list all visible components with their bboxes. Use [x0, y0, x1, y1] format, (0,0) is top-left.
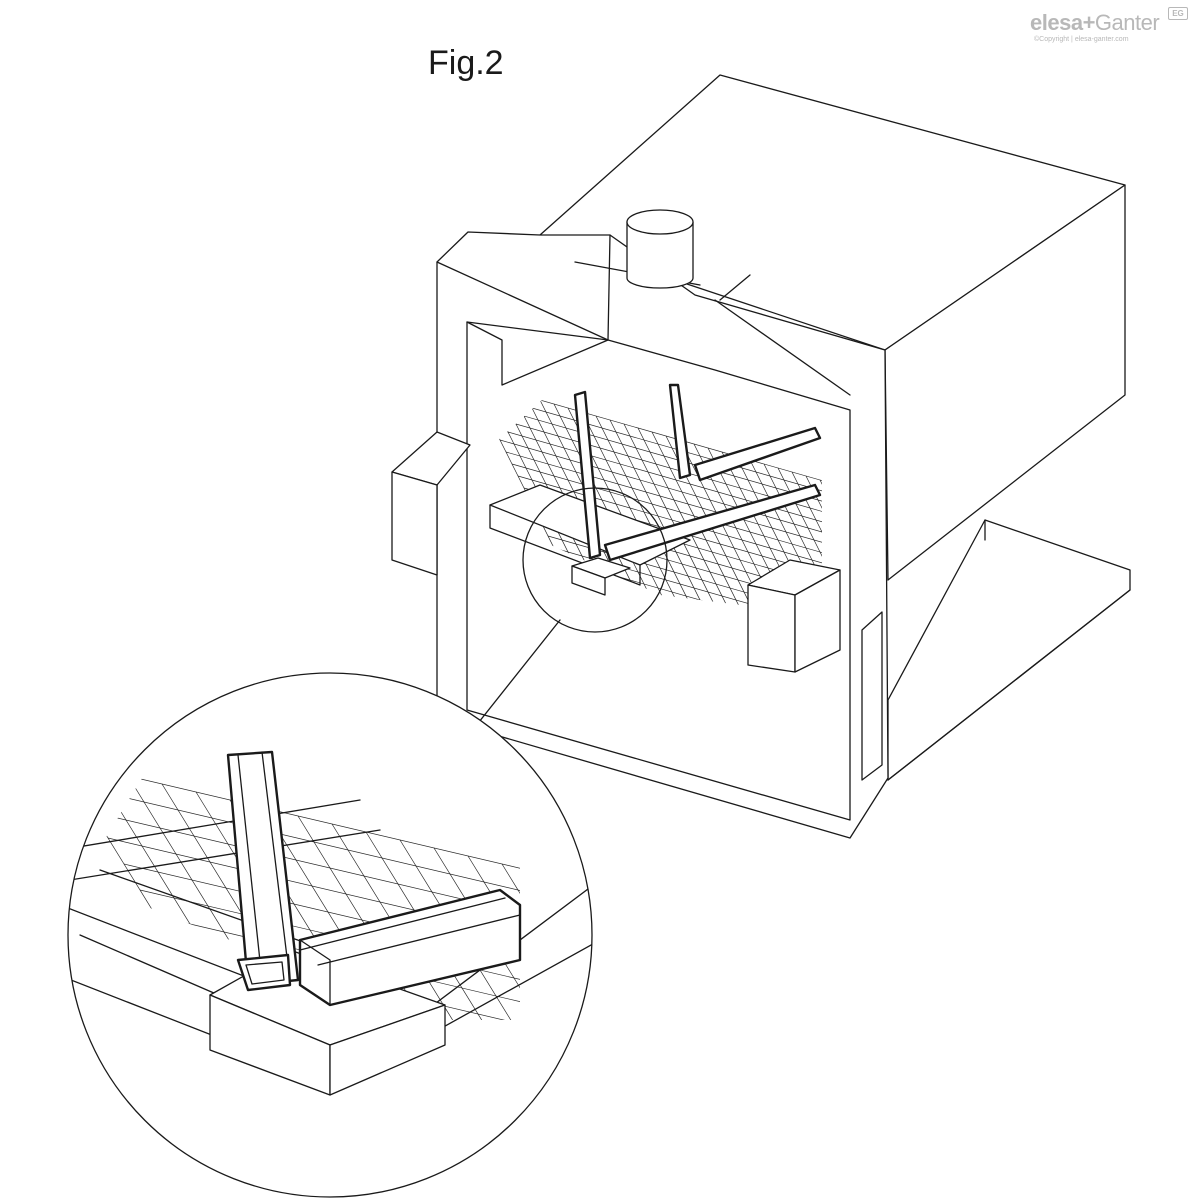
u-profiles [573, 383, 822, 562]
detail-marker-circle [522, 487, 668, 633]
side-slot [861, 611, 883, 781]
logo-brand-a: elesa [1030, 10, 1083, 35]
small-block [571, 557, 631, 596]
figure-label: Fig.2 [428, 44, 504, 82]
zoom-profile-diagonal [298, 888, 522, 1007]
zoom-profile-vertical [226, 750, 300, 992]
chimney [626, 209, 694, 289]
logo-brand-b: Ganter [1094, 10, 1160, 35]
left-support-block [391, 431, 471, 576]
profile-diagonal-lower [603, 483, 822, 562]
brand-logo: elesa+Ganter EG ©Copyright | elesa-gante… [1030, 6, 1190, 50]
profile-vertical-right [668, 383, 692, 480]
oven-body [436, 74, 1131, 839]
base-platform [887, 519, 1131, 781]
profile-diagonal-upper [693, 426, 822, 482]
logo-badge: EG [1168, 7, 1188, 20]
right-support-block [747, 559, 841, 673]
profile-vertical-left [573, 390, 602, 560]
right-side-panel [884, 184, 1126, 581]
logo-copyright: ©Copyright | elesa-ganter.com [1034, 36, 1129, 43]
zoom-detail [67, 672, 593, 1198]
logo-joiner: + [1082, 10, 1096, 35]
